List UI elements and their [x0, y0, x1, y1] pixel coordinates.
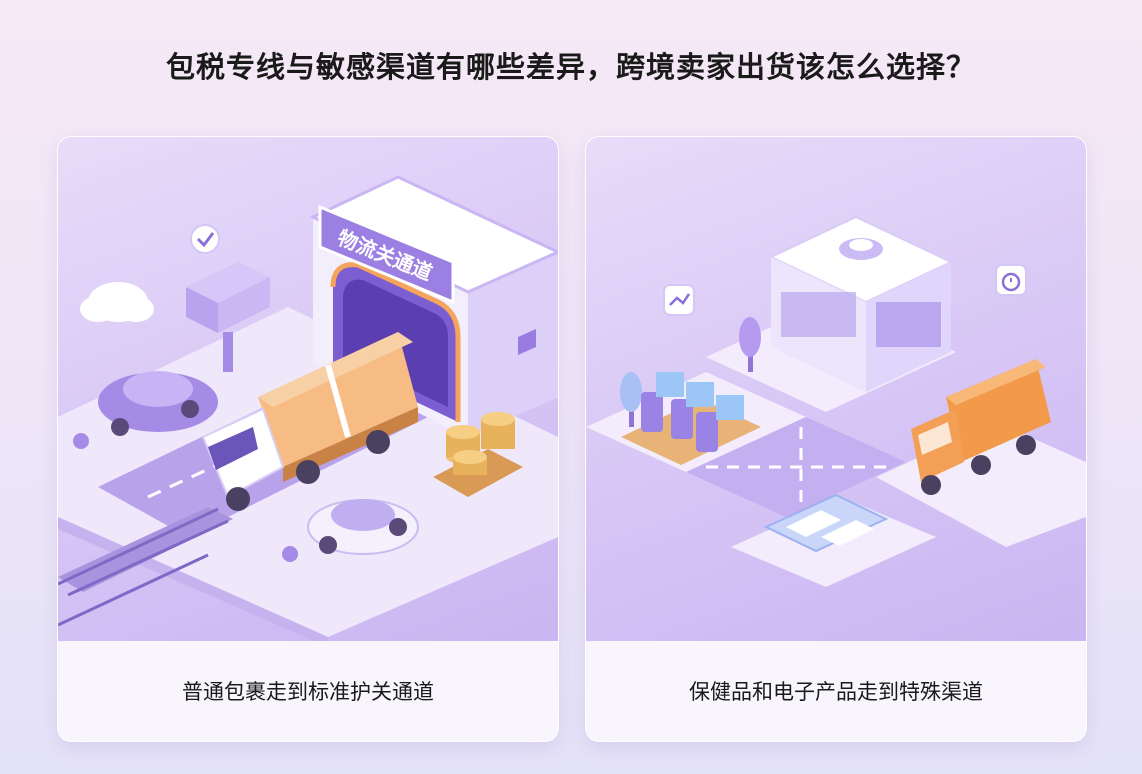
container-truck	[911, 359, 1051, 495]
purple-car	[98, 371, 218, 436]
truck	[201, 332, 418, 511]
left-caption: 普通包裹走到标准护关通道	[58, 641, 558, 741]
special-channel-card: 保健品和电子产品走到特殊渠道	[585, 136, 1087, 742]
rail-track	[58, 507, 233, 592]
parcel-stack	[186, 262, 270, 372]
electronics-chips	[763, 493, 889, 553]
tree-left	[620, 372, 642, 427]
bollard	[282, 546, 298, 562]
white-car	[307, 499, 419, 555]
office-building	[768, 215, 954, 392]
chat-bubble-icon	[663, 284, 695, 316]
tree	[739, 317, 761, 372]
standard-channel-card: 物流关通道	[57, 136, 559, 742]
check-badge-icon	[190, 224, 220, 254]
timer-icon	[995, 264, 1027, 296]
bollard	[73, 433, 89, 449]
page-title: 包税专线与敏感渠道有哪些差异，跨境卖家出货该怎么选择？	[165, 50, 976, 84]
cloud-icon	[80, 282, 154, 322]
special-channel-illustration	[586, 137, 1086, 641]
health-products-pallet	[621, 372, 761, 465]
coin-stacks	[433, 412, 523, 497]
customs-channel-illustration: 物流关通道	[58, 137, 558, 641]
right-caption: 保健品和电子产品走到特殊渠道	[586, 641, 1086, 741]
